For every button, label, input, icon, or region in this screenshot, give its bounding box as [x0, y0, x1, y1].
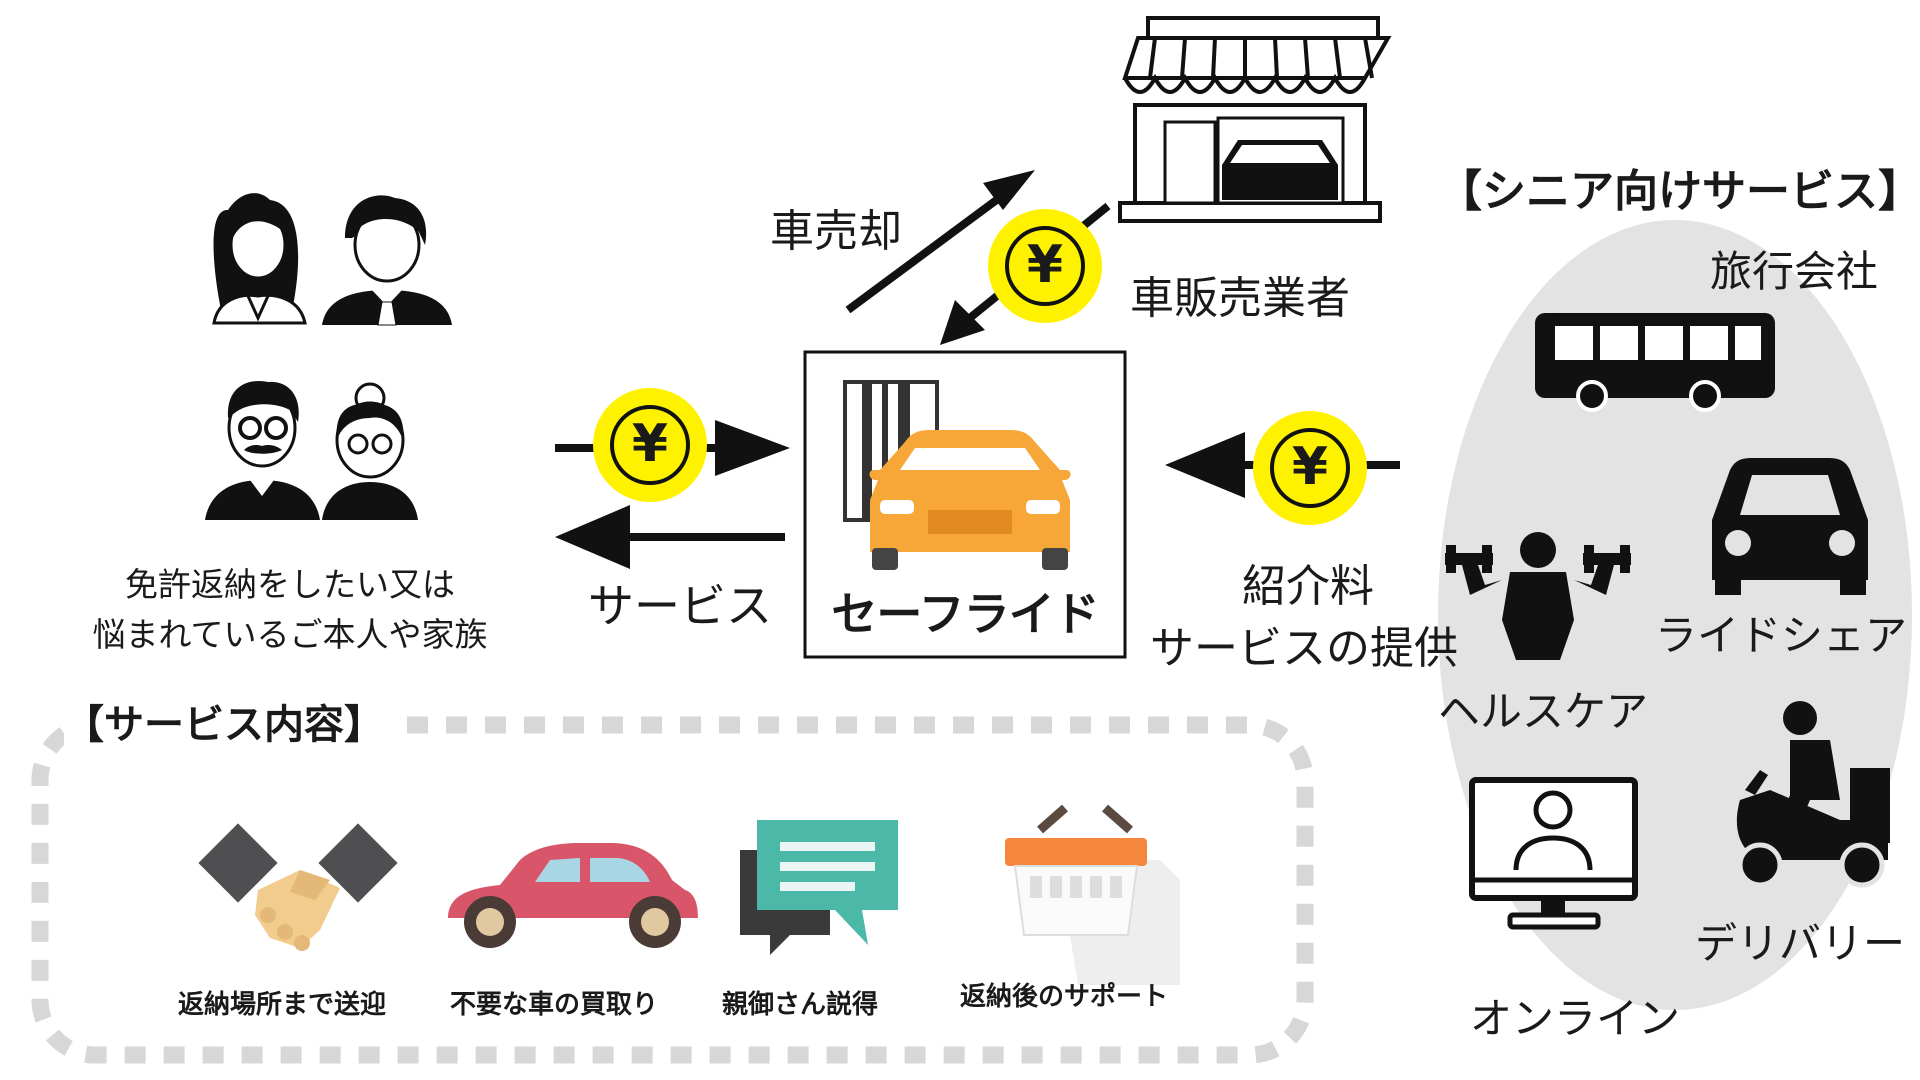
service-label: サービス	[588, 579, 772, 633]
yen-symbol-dealer: ¥	[1026, 235, 1064, 295]
bus-icon	[1535, 313, 1775, 412]
service-item-persuade: 親御さん説得	[722, 990, 879, 1020]
service-content-title: 【サービス内容】	[64, 692, 390, 750]
service-provision-label: サービスの提供	[1150, 623, 1458, 674]
senior-item-rideshare: ライドシェア	[1655, 611, 1908, 660]
store-icon	[1118, 16, 1392, 223]
coin-referral-icon	[1253, 411, 1367, 525]
service-item-support: 返納後のサポート	[960, 982, 1169, 1012]
referral-fee-label: 紹介料	[1242, 561, 1374, 612]
coin-dealer-icon	[988, 209, 1102, 323]
coin-customer-icon	[593, 388, 707, 502]
car-pink-icon	[448, 843, 698, 948]
logo-car-icon	[843, 380, 1071, 570]
logo-text: セーフライド	[831, 587, 1099, 641]
scooter-icon	[1736, 701, 1890, 888]
service-item-pickup: 返納場所まで送迎	[178, 990, 387, 1020]
woman-icon	[212, 193, 307, 325]
senior-item-travel: 旅行会社	[1710, 247, 1879, 296]
customer-caption-line1: 免許返納をしたい又は	[125, 565, 455, 604]
dealer-label: 車販売業者	[1130, 273, 1350, 324]
basket-icon	[1005, 804, 1180, 985]
elderly-man-icon	[205, 380, 320, 520]
service-content-box	[31, 716, 1314, 1064]
handshake-icon	[198, 823, 398, 951]
fitness-icon	[1445, 532, 1631, 660]
car-sale-label: 車売却	[770, 206, 902, 257]
chat-icon	[740, 820, 898, 955]
senior-services-title: 【シニア向けサービス】	[1438, 166, 1920, 217]
man-icon	[322, 195, 452, 326]
senior-item-delivery: デリバリー	[1695, 919, 1906, 968]
car-icon	[1712, 458, 1868, 595]
computer-user-icon	[1469, 777, 1638, 930]
elderly-woman-icon	[322, 382, 418, 520]
customer-caption-line2: 悩まれているご本人や家族	[92, 615, 488, 654]
senior-item-healthcare: ヘルスケア	[1438, 687, 1649, 736]
yen-symbol-referral: ¥	[1291, 437, 1329, 497]
service-item-buyback: 不要な車の買取り	[450, 990, 659, 1020]
yen-symbol-customer: ¥	[631, 414, 669, 474]
senior-item-online: オンライン	[1470, 994, 1681, 1043]
